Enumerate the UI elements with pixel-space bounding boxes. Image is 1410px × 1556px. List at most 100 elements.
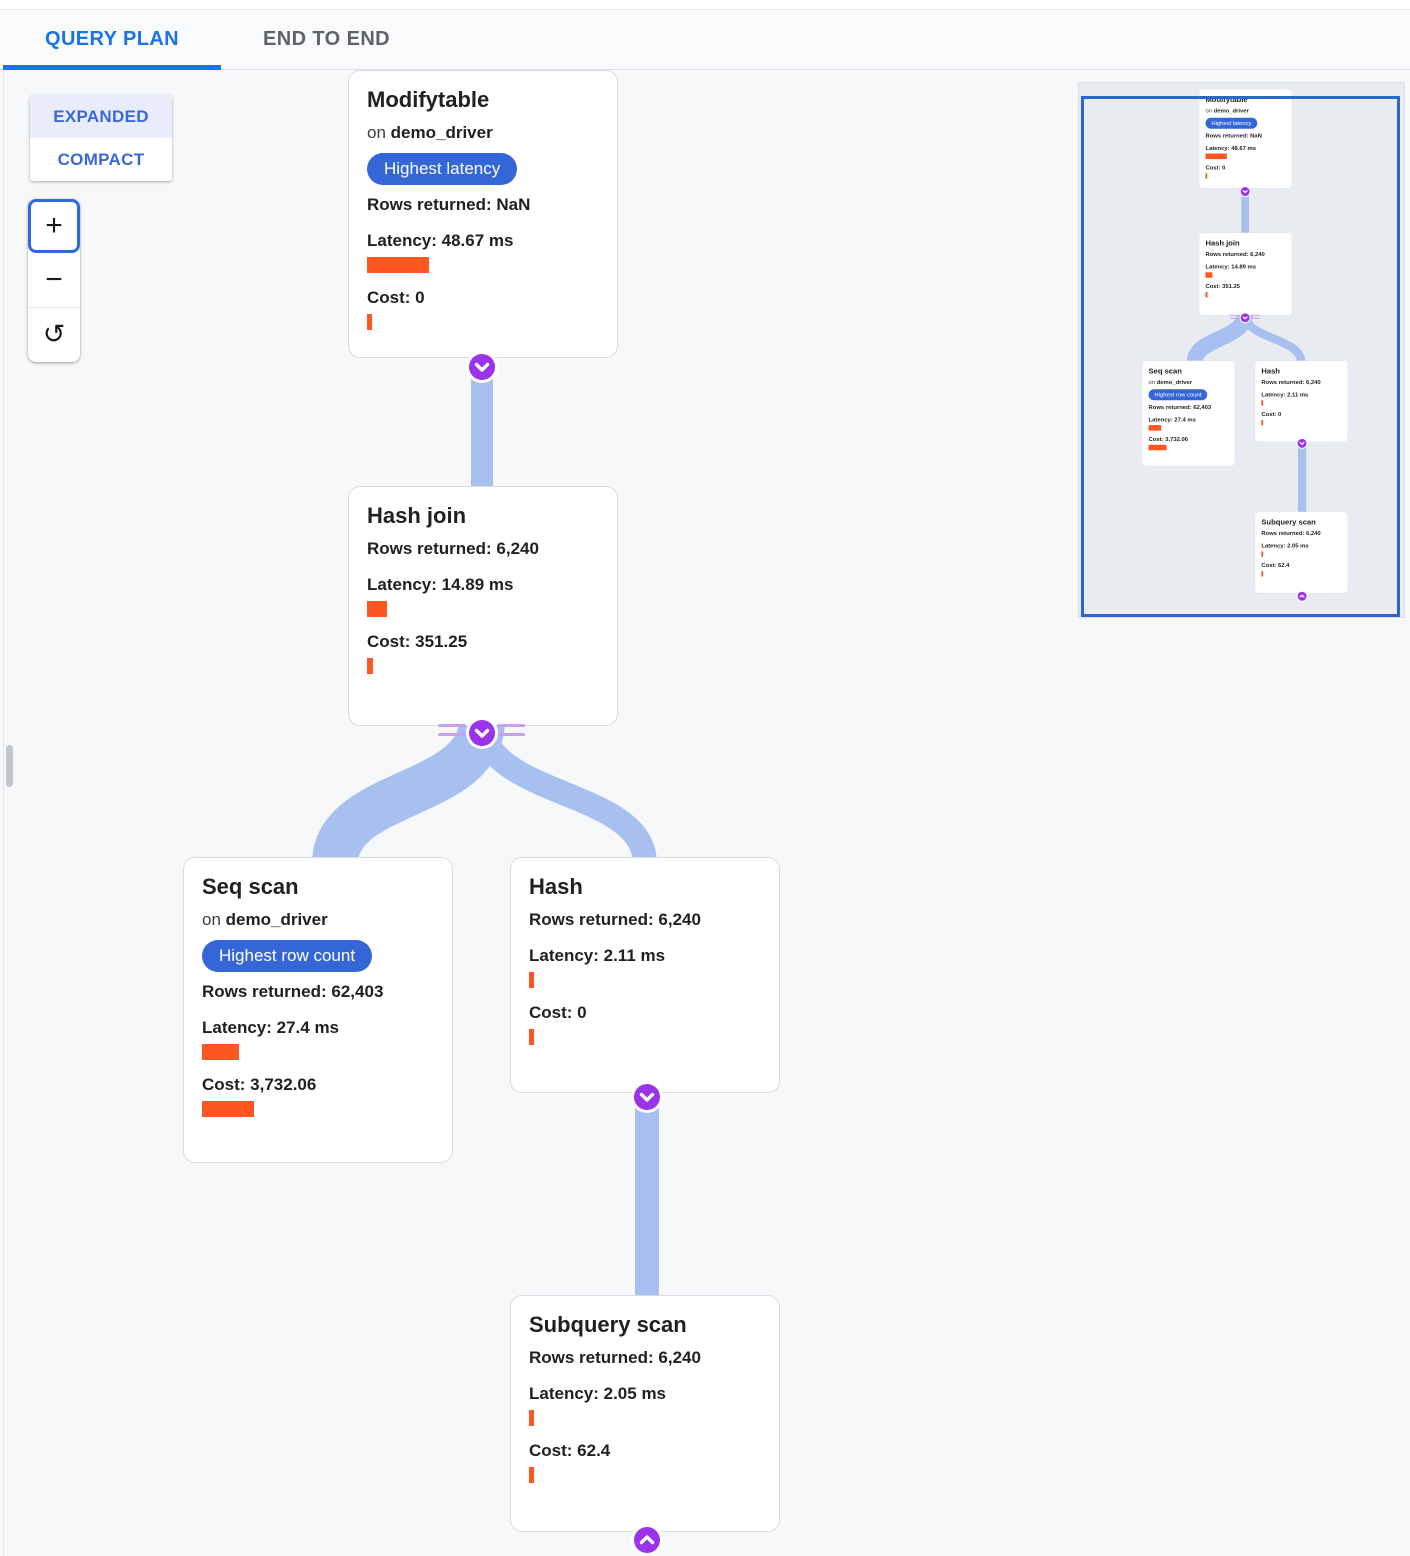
query-plan-tree: Modifytable on demo_driver Highest laten… xyxy=(183,64,783,1556)
tab-bar: QUERY PLAN END TO END xyxy=(0,10,1410,70)
edge-hashjoin-hash xyxy=(470,718,657,866)
rows-returned: Rows returned: 6,240 xyxy=(1261,529,1321,537)
plan-node-hash-join[interactable]: Hash join Rows returned: 6,240 Latency: … xyxy=(1198,232,1293,316)
node-table: on demo_driver xyxy=(1205,107,1285,115)
junction-line xyxy=(497,733,525,736)
on-prefix: on xyxy=(1205,107,1213,114)
canvas-left-border xyxy=(3,70,4,1556)
rows-returned: Rows returned: 6,240 xyxy=(529,1348,701,1367)
cost-bar xyxy=(202,1101,254,1117)
junction-line xyxy=(1250,317,1260,319)
latency-label: Latency: 14.89 ms xyxy=(367,575,514,594)
on-prefix: on xyxy=(202,910,221,929)
zoom-in-button[interactable]: + xyxy=(28,199,80,253)
chevron-down-icon xyxy=(1242,190,1248,194)
table-name: demo_driver xyxy=(1156,378,1192,386)
plan-node-seq-scan[interactable]: Seq scan on demo_driver Highest row coun… xyxy=(183,857,453,1163)
cost-bar xyxy=(1205,291,1208,298)
reset-view-button[interactable]: ↺ xyxy=(28,308,80,362)
edge-hashjoin-hash xyxy=(1241,312,1306,364)
cost-label: Cost: 351.25 xyxy=(1205,282,1241,290)
node-title: Seq scan xyxy=(1148,366,1182,376)
cost-label: Cost: 0 xyxy=(367,288,425,307)
junction-line xyxy=(438,724,466,727)
collapse-node-button[interactable] xyxy=(1240,313,1250,323)
minimap[interactable]: Modifytable on demo_driver Highest laten… xyxy=(1078,82,1405,618)
node-title: Subquery scan xyxy=(1261,517,1316,527)
chevron-down-icon xyxy=(1299,441,1305,446)
latency-bar xyxy=(1261,551,1264,557)
node-title: Seq scan xyxy=(202,874,299,899)
on-prefix: on xyxy=(1148,378,1156,386)
node-title: Modifytable xyxy=(367,87,490,112)
on-prefix: on xyxy=(367,123,386,142)
cost-bar xyxy=(1261,419,1264,426)
plan-node-subquery-scan[interactable]: Subquery scan Rows returned: 6,240 Laten… xyxy=(1254,511,1348,594)
cost-bar xyxy=(1261,571,1264,577)
expand-node-button[interactable] xyxy=(634,1527,660,1553)
node-title: Modifytable xyxy=(1205,94,1248,104)
latency-label: Latency: 2.11 ms xyxy=(529,946,666,965)
rows-returned: Rows returned: 6,240 xyxy=(1205,250,1265,258)
plan-node-modifytable[interactable]: Modifytable on demo_driver Highest laten… xyxy=(1198,89,1293,189)
rows-returned: Rows returned: 6,240 xyxy=(1261,378,1321,386)
zoom-controls-divider xyxy=(28,307,80,308)
zoom-out-button[interactable]: − xyxy=(28,253,80,307)
plan-node-hash-join[interactable]: Hash join Rows returned: 6,240 Latency: … xyxy=(348,486,618,726)
active-tab-underline xyxy=(3,65,222,70)
cost-bar xyxy=(1205,173,1208,179)
query-plan-tree: Modifytable on demo_driver Highest laten… xyxy=(1142,87,1349,605)
plan-node-subquery-scan[interactable]: Subquery scan Rows returned: 6,240 Laten… xyxy=(510,1295,780,1532)
junction-line xyxy=(497,724,525,727)
latency-bar xyxy=(367,601,387,617)
chevron-up-icon xyxy=(639,1535,655,1545)
plan-node-modifytable[interactable]: Modifytable on demo_driver Highest laten… xyxy=(348,70,618,358)
node-table: on demo_driver xyxy=(1149,379,1229,387)
cost-bar xyxy=(367,314,372,330)
cost-label: Cost: 62.4 xyxy=(1261,562,1290,569)
node-title: Hash join xyxy=(367,503,467,528)
plan-node-hash[interactable]: Hash Rows returned: 6,240 Latency: 2.11 … xyxy=(510,857,780,1093)
expand-node-button[interactable] xyxy=(1297,591,1307,601)
junction-line xyxy=(1229,317,1240,319)
collapse-node-button[interactable] xyxy=(1240,187,1250,197)
plan-node-seq-scan[interactable]: Seq scan on demo_driver Highest row coun… xyxy=(1142,360,1236,467)
latency-bar xyxy=(1261,400,1264,406)
latency-label: Latency: 48.67 ms xyxy=(1205,144,1257,152)
collapse-node-button[interactable] xyxy=(469,354,495,380)
plan-node-hash[interactable]: Hash Rows returned: 6,240 Latency: 2.11 … xyxy=(1254,360,1348,443)
collapse-node-button[interactable] xyxy=(469,720,495,746)
latency-label: Latency: 2.05 ms xyxy=(1261,542,1309,549)
cost-label: Cost: 3,732.06 xyxy=(1148,435,1189,443)
compact-toggle-button[interactable]: COMPACT xyxy=(30,138,172,181)
rows-returned: Rows returned: 62,403 xyxy=(1148,403,1212,411)
chevron-down-icon xyxy=(474,728,490,738)
latency-label: Latency: 27.4 ms xyxy=(202,1018,340,1037)
latency-bar xyxy=(1205,272,1213,278)
cost-label: Cost: 0 xyxy=(1261,410,1282,418)
latency-bar xyxy=(529,972,534,988)
highest-row-count-badge: Highest row count xyxy=(202,940,373,972)
cost-bar xyxy=(367,658,373,674)
node-title: Hash xyxy=(529,874,583,899)
junction-line xyxy=(438,733,466,736)
latency-bar xyxy=(202,1044,239,1060)
expanded-toggle-button[interactable]: EXPANDED xyxy=(30,95,172,138)
edge-hashjoin-seqscan xyxy=(312,717,505,867)
chevron-up-icon xyxy=(1299,594,1305,598)
vertical-scrollbar-thumb[interactable] xyxy=(6,745,13,787)
query-plan-canvas[interactable]: EXPANDED COMPACT + − ↺ Modifytable on de… xyxy=(0,70,1410,1556)
cost-label: Cost: 0 xyxy=(529,1003,587,1022)
highest-latency-badge: Highest latency xyxy=(367,153,518,185)
collapse-node-button[interactable] xyxy=(1297,438,1307,448)
rows-returned: Rows returned: 6,240 xyxy=(367,539,539,558)
cost-label: Cost: 3,732.06 xyxy=(202,1075,317,1094)
node-title: Subquery scan xyxy=(529,1312,687,1337)
layout-toggle-group: EXPANDED COMPACT xyxy=(30,95,172,181)
tab-query-plan[interactable]: QUERY PLAN xyxy=(3,10,222,70)
latency-bar xyxy=(1205,153,1227,160)
collapse-node-button[interactable] xyxy=(634,1084,660,1110)
cost-label: Cost: 0 xyxy=(1205,164,1226,171)
tab-end-to-end[interactable]: END TO END xyxy=(221,10,432,69)
